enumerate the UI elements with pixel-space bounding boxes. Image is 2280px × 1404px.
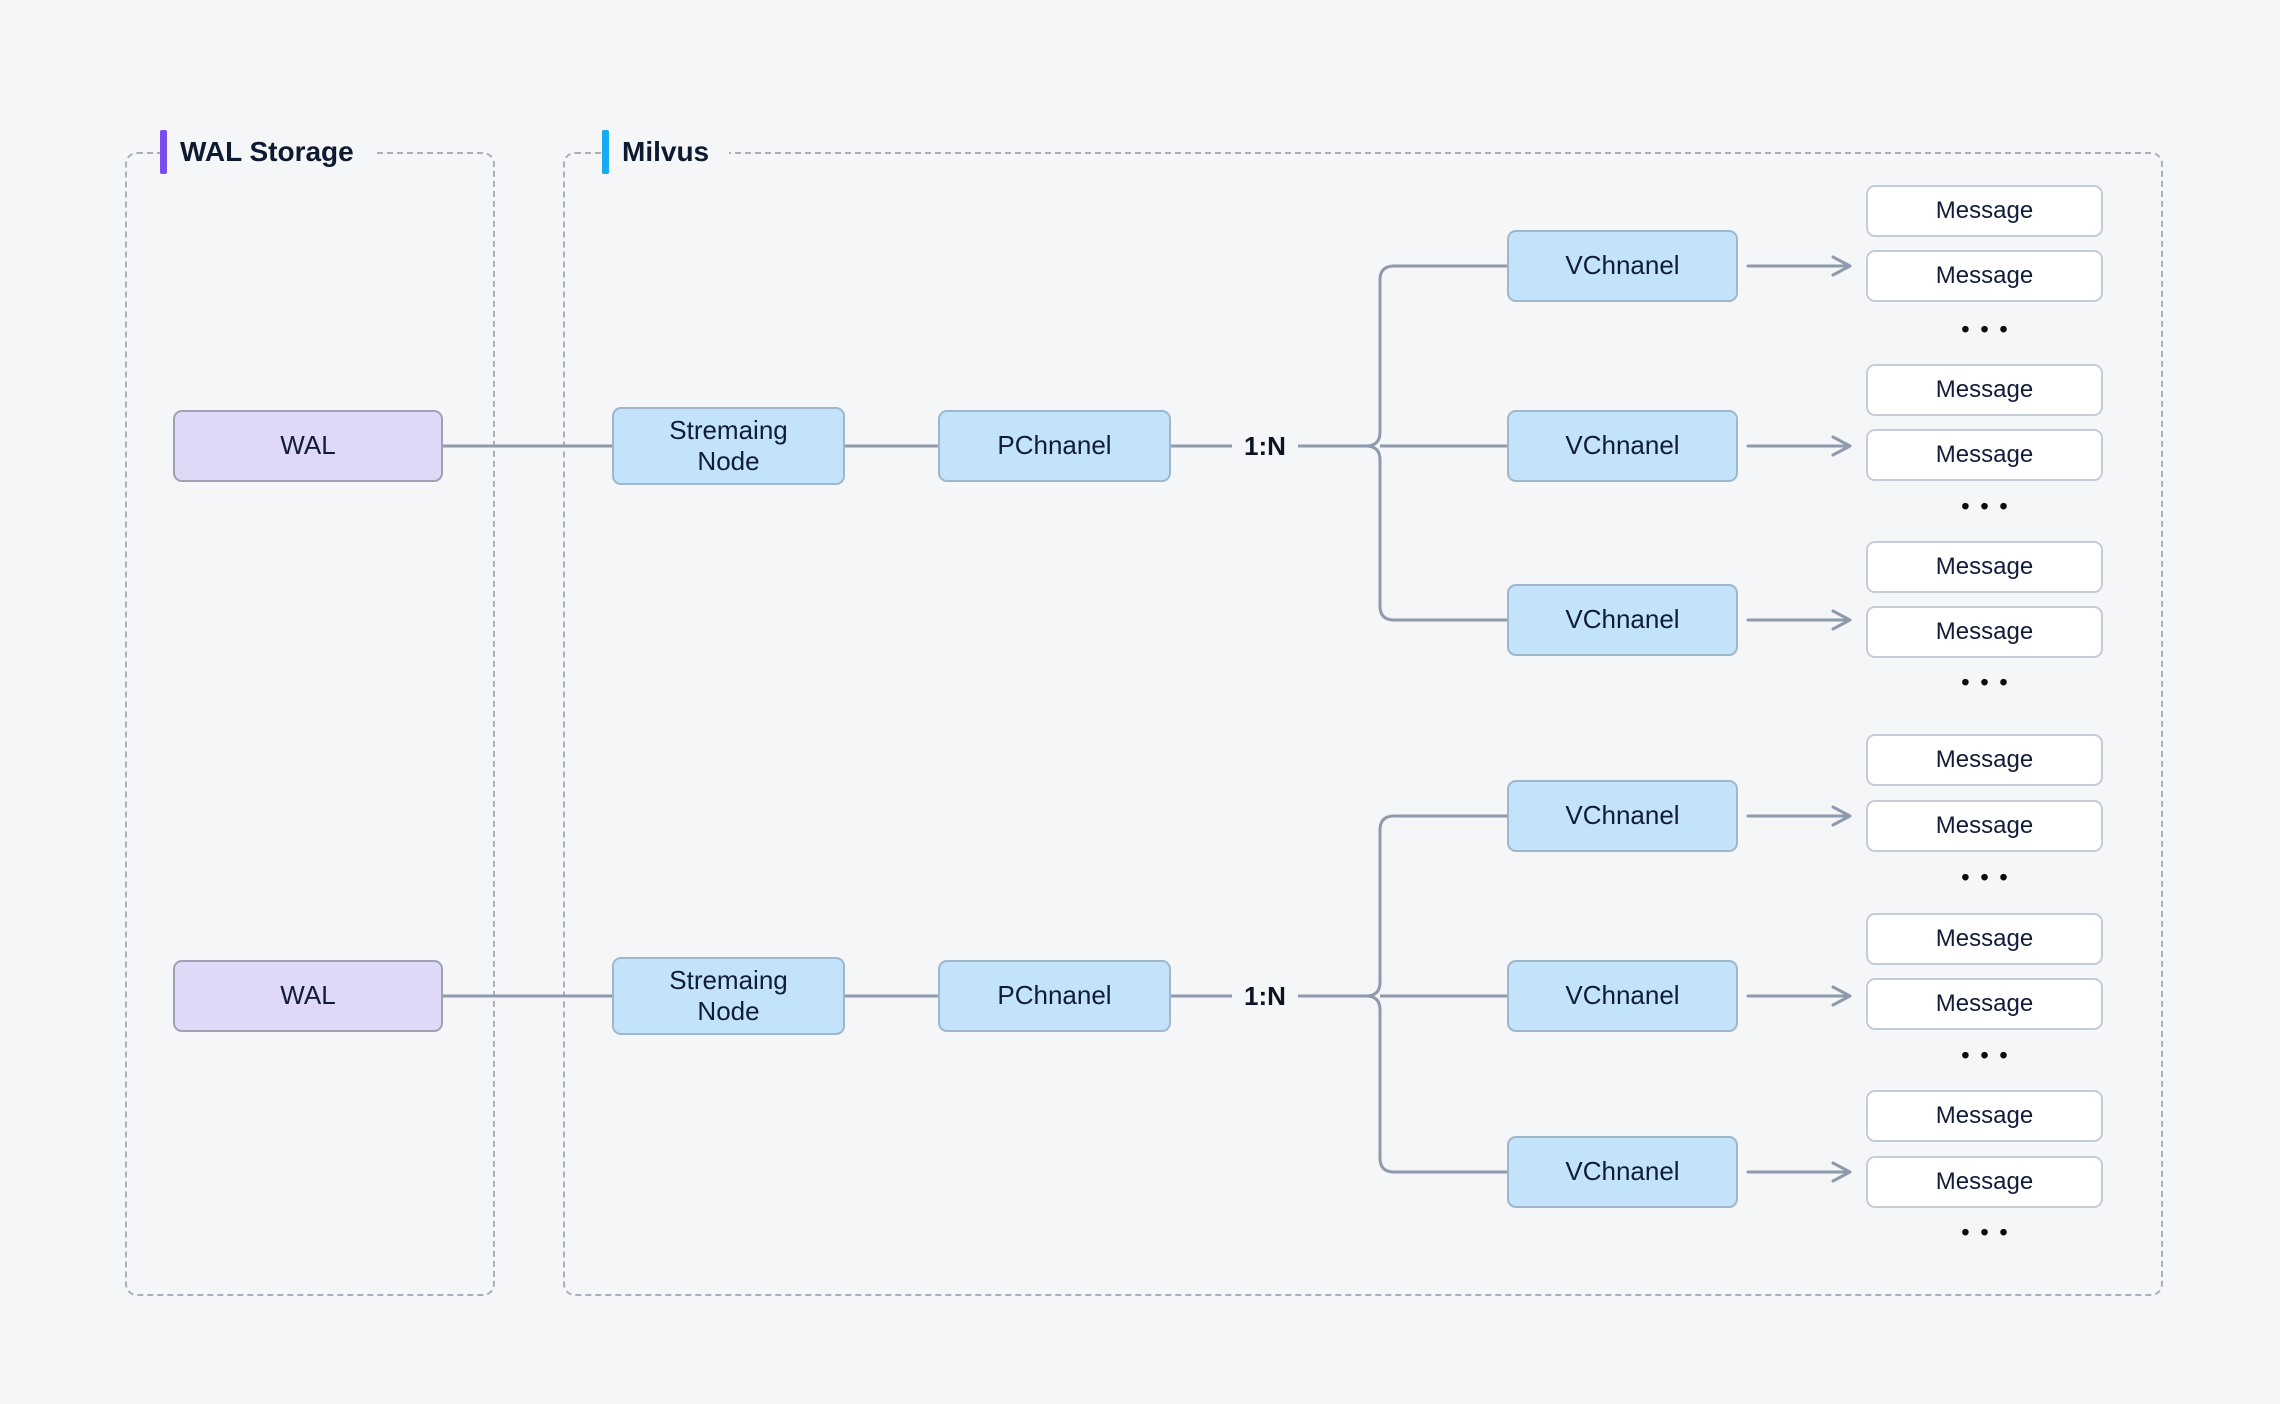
message-node: Message	[1866, 1090, 2103, 1142]
ratio-label: 1:N	[1244, 431, 1286, 461]
connector-arrows-top	[1746, 255, 1852, 631]
vchannel-node: VChnanel	[1507, 1136, 1738, 1208]
message-node: Message	[1866, 541, 2103, 593]
connector-lines-bottom	[443, 814, 1507, 1174]
ellipsis: •••	[1961, 493, 2019, 519]
vchannel-node: VChnanel	[1507, 780, 1738, 852]
message-node: Message	[1866, 429, 2103, 481]
pchannel-node: PChnanel	[938, 960, 1171, 1032]
message-node: Message	[1866, 250, 2103, 302]
connector-arrows-bottom	[1746, 805, 1852, 1183]
wal-storage-title: WAL Storage	[180, 136, 354, 167]
milvus-container	[563, 152, 2163, 1296]
message-node: Message	[1866, 185, 2103, 237]
ellipsis: •••	[1961, 864, 2019, 890]
vchannel-node: VChnanel	[1507, 584, 1738, 656]
connectors-group-bottom	[443, 805, 1852, 1183]
message-node: Message	[1866, 800, 2103, 852]
message-node: Message	[1866, 734, 2103, 786]
ellipsis: •••	[1961, 669, 2019, 695]
streaming-node: Stremaing Node	[612, 407, 845, 485]
wal-storage-label: WAL Storage	[160, 130, 374, 174]
pchannel-node: PChnanel	[938, 410, 1171, 482]
ellipsis: •••	[1961, 1219, 2019, 1245]
ratio-label: 1:N	[1244, 981, 1286, 1011]
purple-accent-bar-icon	[160, 130, 167, 174]
milvus-label: Milvus	[602, 130, 730, 174]
vchannel-node: VChnanel	[1507, 410, 1738, 482]
message-node: Message	[1866, 606, 2103, 658]
message-node: Message	[1866, 978, 2103, 1030]
vchannel-node: VChnanel	[1507, 960, 1738, 1032]
message-node: Message	[1866, 913, 2103, 965]
milvus-title: Milvus	[622, 136, 710, 167]
ellipsis: •••	[1961, 316, 2019, 342]
cyan-accent-bar-icon	[602, 130, 609, 174]
connectors-group-top	[443, 255, 1852, 631]
wal-node: WAL	[173, 410, 443, 482]
wal-node: WAL	[173, 960, 443, 1032]
connector-lines-top	[443, 264, 1507, 622]
message-node: Message	[1866, 364, 2103, 416]
streaming-node: Stremaing Node	[612, 957, 845, 1035]
ellipsis: •••	[1961, 1042, 2019, 1068]
message-node: Message	[1866, 1156, 2103, 1208]
vchannel-node: VChnanel	[1507, 230, 1738, 302]
